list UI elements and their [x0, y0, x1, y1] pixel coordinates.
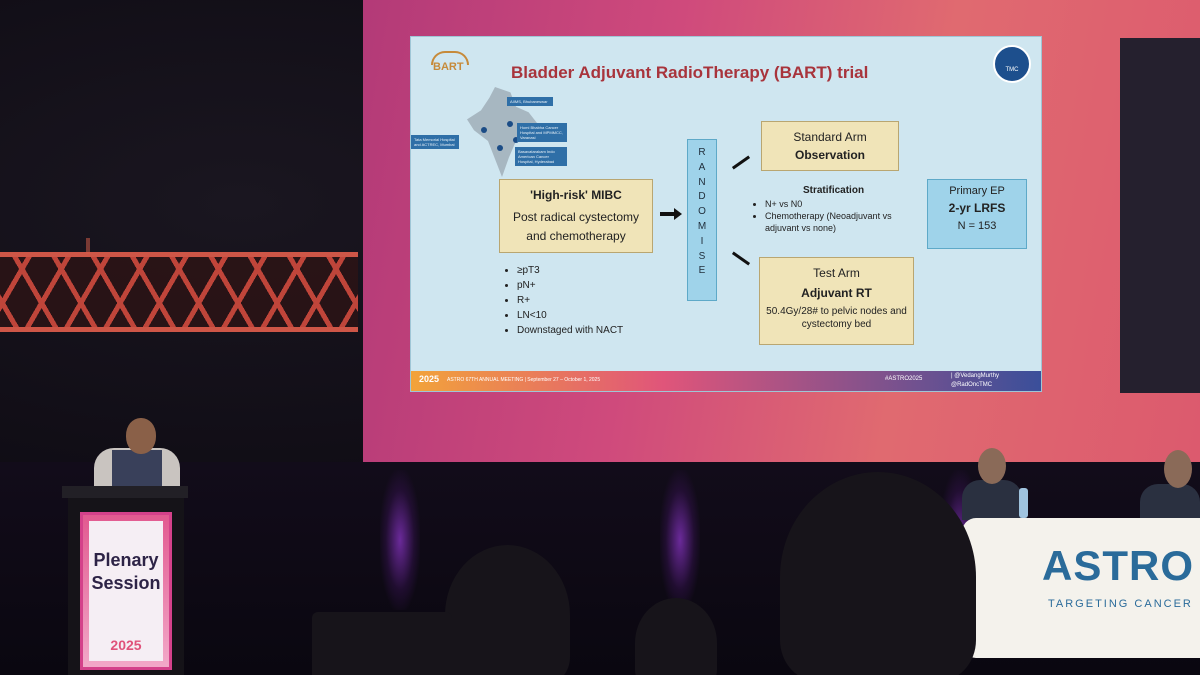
stratification: Stratification N+ vs N0 Chemotherapy (Ne…: [751, 185, 916, 234]
panelist-body: [962, 480, 1022, 520]
criteria-item: ≥pT3: [517, 263, 623, 278]
stratification-item: N+ vs N0: [765, 198, 916, 210]
criteria-item: R+: [517, 293, 623, 308]
mibc-title: 'High-risk' MIBC: [530, 188, 622, 202]
panelist-body: [1140, 484, 1200, 520]
tmc-logo-text: TMC: [1005, 67, 1019, 73]
podium-year: 2025: [110, 637, 142, 653]
tmc-logo: TMC: [993, 45, 1031, 83]
endpoint-value: 2-yr LRFS: [948, 201, 1006, 215]
presentation-slide: BART Bladder Adjuvant RadioTherapy (BART…: [410, 36, 1042, 392]
map-pin-icon: [513, 137, 519, 143]
endpoint-n: N = 153: [957, 220, 997, 232]
endpoint-box: Primary EP 2-yr LRFS N = 153: [927, 179, 1027, 249]
randomise-letter: E: [698, 265, 706, 277]
podium-sign: Plenary Session 2025: [80, 512, 172, 670]
slide-footer: 2025 ASTRO 67TH ANNUAL MEETING | Septemb…: [411, 371, 1041, 391]
randomise-letter: D: [698, 191, 706, 203]
test-arm-value: Adjuvant RT: [801, 286, 872, 300]
podium-sign-text: Plenary Session: [89, 549, 163, 595]
randomise-letter: A: [698, 161, 706, 173]
test-arm-title: Test Arm: [813, 266, 860, 280]
test-arm-box: Test Arm Adjuvant RT 50.4Gy/28# to pelvi…: [759, 257, 914, 345]
eligibility-criteria: ≥pT3 pN+ R+ LN<10 Downstaged with NACT: [503, 263, 623, 338]
podium-line2: Session: [91, 573, 161, 593]
panelist-head: [978, 448, 1006, 484]
mibc-box: 'High-risk' MIBC Post radical cystectomy…: [499, 179, 653, 253]
randomise-letter: N: [698, 176, 706, 188]
audience-head: [445, 545, 570, 675]
endpoint-title: Primary EP: [949, 185, 1005, 197]
footer-handles: | @VedangMurthy @RadOncTMC: [951, 373, 1000, 388]
randomise-letter: R: [698, 147, 706, 158]
podium-line1: Plenary: [93, 550, 159, 570]
arrow-down-right-icon: [731, 251, 751, 266]
stratification-heading: Stratification: [802, 185, 865, 196]
camera-equipment: [312, 612, 452, 675]
map-pin-icon: [507, 121, 513, 127]
audience-head: [635, 598, 717, 675]
map-label: AIIMS, Bhubaneswar: [507, 97, 553, 106]
curtain-light: [660, 470, 700, 610]
criteria-item: LN<10: [517, 308, 623, 323]
curtain-light: [380, 470, 420, 610]
test-arm-detail: 50.4Gy/28# to pelvic nodes and cystectom…: [766, 306, 907, 330]
slide-title: Bladder Adjuvant RadioTherapy (BART) tri…: [511, 63, 869, 82]
randomise-letter: S: [698, 250, 706, 262]
randomise-letter: M: [697, 220, 707, 232]
footer-hashtag: #ASTRO2025: [885, 376, 923, 382]
podium-sign-panel: Plenary Session 2025: [89, 521, 163, 661]
randomise-box: R A N D O M I S E: [687, 139, 717, 301]
astro-banner-text: ASTRO: [1042, 542, 1194, 589]
audience-head: [780, 472, 976, 675]
arrow-right-icon: [660, 208, 682, 220]
map-label: Tata Memorial Hospital and ACTREC, Mumba…: [411, 135, 459, 149]
standard-arm-value: Observation: [794, 148, 866, 162]
mibc-line2: and chemotherapy: [526, 229, 626, 243]
bart-logo: BART: [425, 47, 475, 81]
truss-hanger: [86, 238, 90, 254]
bart-logo-text: BART: [433, 61, 464, 73]
randomise-letter: I: [700, 235, 704, 247]
stage-truss: [0, 252, 358, 332]
randomise-letter: O: [698, 206, 706, 218]
podium-top: [62, 486, 188, 498]
map-pin-icon: [497, 145, 503, 151]
speaker-vest: [112, 450, 162, 492]
panel-table: [962, 518, 1200, 658]
arrow-up-right-icon: [731, 155, 751, 170]
mibc-line1: Post radical cystectomy: [512, 210, 640, 224]
footer-meeting: ASTRO 67TH ANNUAL MEETING | September 27…: [447, 377, 601, 383]
panelist-head: [1164, 450, 1192, 488]
criteria-item: pN+: [517, 278, 623, 293]
map-label: Basavatarakam Indo American Cancer Hospi…: [515, 147, 567, 166]
water-bottle: [1019, 488, 1028, 518]
map-pin-icon: [481, 127, 487, 133]
side-screen: [1120, 38, 1200, 393]
stratification-item: Chemotherapy (Neoadjuvant vs adjuvant vs…: [765, 210, 916, 234]
speaker-head: [126, 418, 156, 454]
footer-year: 2025: [419, 374, 440, 384]
standard-arm-title: Standard Arm: [793, 130, 867, 144]
map-label: Homi Bhabha Cancer Hospital and MPMMCC, …: [517, 123, 567, 142]
astro-banner-tagline: TARGETING CANCER: [1048, 598, 1193, 610]
standard-arm-box: Standard Arm Observation: [761, 121, 899, 171]
criteria-item: Downstaged with NACT: [517, 323, 623, 338]
